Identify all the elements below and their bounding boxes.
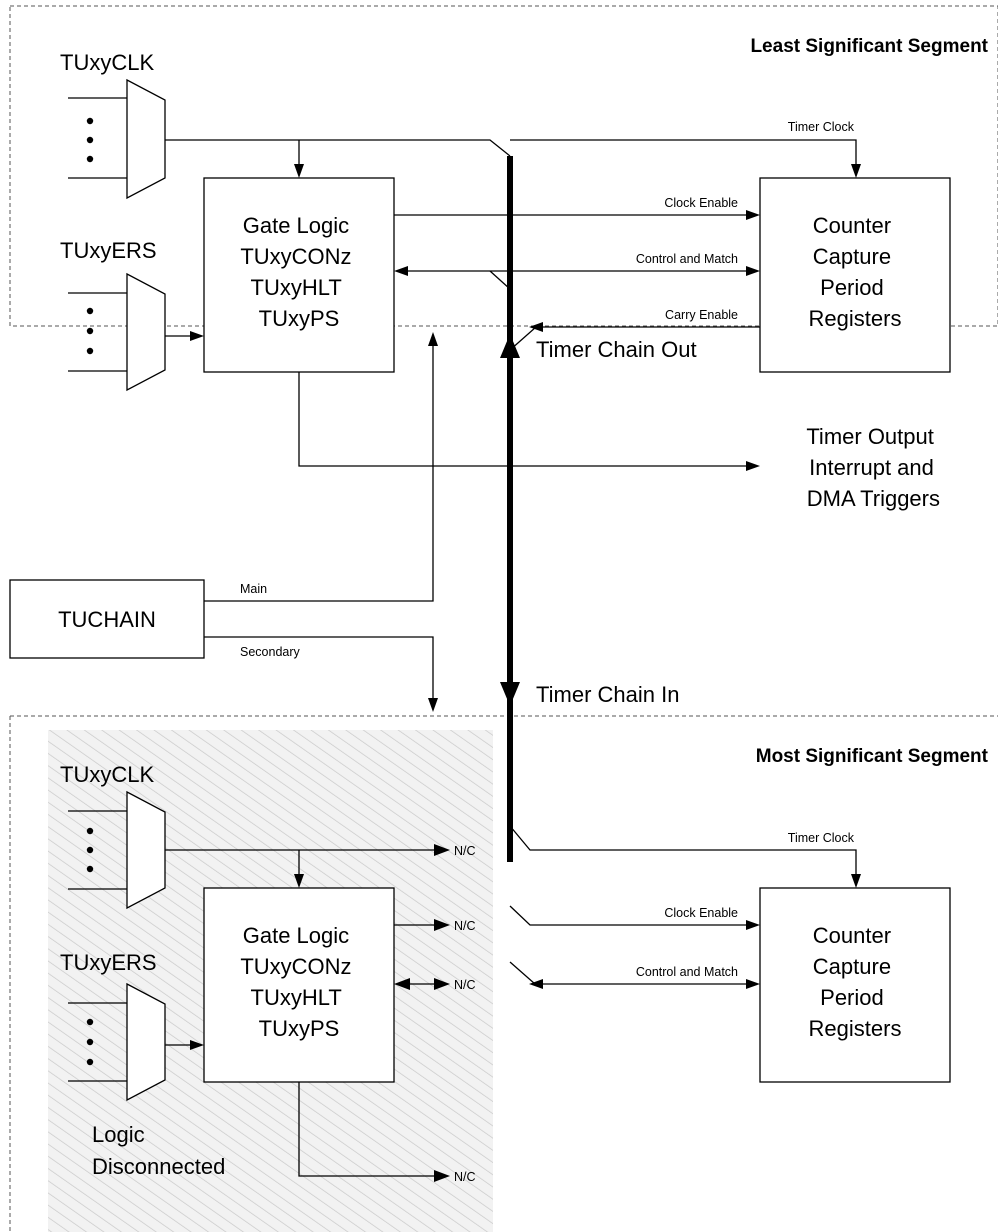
bottom-gate-bidir-arrowhead-right (434, 978, 450, 990)
top-gate-logic-text: Gate Logic TUxyCONz TUxyHLT TUxyPS (240, 213, 357, 331)
least-significant-segment-frame (9, 5, 998, 327)
bottom-clk-mux-label: TUxyCLK (60, 762, 154, 787)
top-carry-enable-label: Carry Enable (665, 308, 738, 322)
tuchain-main-label: Main (240, 582, 267, 596)
top-control-match-arrowhead-left (394, 266, 408, 276)
top-control-match-label: Control and Match (636, 252, 738, 266)
bottom-gate-nc-label: N/C (454, 919, 476, 933)
top-gate-logic-box (203, 177, 395, 373)
bottom-clk-nc-label: N/C (454, 844, 476, 858)
top-timer-output-line (298, 372, 752, 467)
top-timer-clock-label: Timer Clock (788, 120, 855, 134)
top-ers-mux (126, 272, 166, 392)
top-clk-dot-3 (86, 155, 94, 163)
least-segment-title: Least Significant Segment (750, 36, 988, 57)
top-control-match-bus-tap (489, 270, 511, 290)
top-clk-mux-inputs (68, 97, 127, 179)
bottom-clk-dot-2 (86, 846, 94, 854)
bottom-clk-nc-arrowhead (434, 844, 450, 856)
top-clock-enable-label: Clock Enable (664, 196, 738, 210)
bottom-segment: TUxyCLK TUxyERS Gate Logic TUxyCONz TUxy… (48, 730, 951, 1232)
tuchain-secondary-arrowhead (428, 698, 438, 712)
tuchain-main-line (204, 344, 434, 602)
bottom-gate-bidir-arrowhead-left (394, 978, 410, 990)
timer-chain-out-arrowhead (500, 334, 520, 358)
tuchain-label: TUCHAIN (58, 607, 156, 632)
top-clk-mux-label: TUxyCLK (60, 50, 154, 75)
most-segment-title: Most Significant Segment (756, 746, 989, 767)
top-carry-enable-arrowhead (529, 322, 543, 332)
tuchain-box (9, 579, 205, 659)
bottom-ers-dot-3 (86, 1058, 94, 1066)
bottom-output-nc-line (298, 1082, 434, 1177)
bottom-clk-dot-1 (86, 827, 94, 835)
top-ers-mux-label: TUxyERS (60, 238, 157, 263)
bottom-ers-dot-1 (86, 1018, 94, 1026)
bottom-clock-enable-label: Clock Enable (664, 906, 738, 920)
top-ers-dot-3 (86, 347, 94, 355)
bottom-registers-text: Counter Capture Period Registers (809, 923, 902, 1041)
bottom-clk-mux (126, 790, 166, 910)
timer-chain-in-label: Timer Chain In (536, 682, 679, 707)
top-ers-arrowhead (190, 331, 204, 341)
bottom-gate-nc-arrowhead (434, 919, 450, 931)
top-clk-line-left (165, 139, 511, 157)
top-ers-dot-1 (86, 307, 94, 315)
bottom-clk-dot-3 (86, 865, 94, 873)
bottom-timer-clock-line (509, 825, 857, 880)
bottom-timer-clock-label: Timer Clock (788, 831, 855, 845)
bottom-ers-arrowhead (190, 1040, 204, 1050)
tuchain-main-arrowhead (428, 332, 438, 346)
top-timer-output-label: Timer Output Interrupt and DMA Triggers (806, 424, 940, 511)
top-registers-box (759, 177, 951, 373)
top-clk-dot-2 (86, 136, 94, 144)
bottom-ers-mux-label: TUxyERS (60, 950, 157, 975)
bottom-clock-enable-line (509, 905, 752, 926)
most-significant-segment-frame (9, 715, 998, 1232)
top-ers-dot-2 (86, 327, 94, 335)
bottom-output-nc-label: N/C (454, 1170, 476, 1184)
tuchain-block: TUCHAIN Main Secondary (9, 332, 438, 712)
top-timer-clock-line (510, 139, 857, 170)
top-ers-mux-inputs (68, 292, 127, 372)
timer-chain-in-arrowhead (500, 682, 520, 706)
bottom-control-match-label: Control and Match (636, 965, 738, 979)
bottom-timer-clock-arrowhead (851, 874, 861, 888)
bottom-ers-mux (126, 982, 166, 1102)
bottom-control-match-arrowhead-right (746, 979, 760, 989)
tuchain-secondary-label: Secondary (240, 645, 301, 659)
top-clk-mux (126, 78, 166, 200)
bottom-clock-enable-arrowhead (746, 920, 760, 930)
top-registers-text: Counter Capture Period Registers (809, 213, 902, 331)
bottom-clk-gate-arrowhead (294, 874, 304, 888)
top-segment: TUxyCLK TUxyERS Gate Logic TUxyCONz TUxy… (60, 50, 951, 511)
bottom-control-match-arrowhead-left (529, 979, 543, 989)
top-clk-dot-1 (86, 117, 94, 125)
top-timer-output-arrowhead (746, 461, 760, 471)
tuchain-secondary-line (204, 636, 434, 700)
bottom-output-nc-arrowhead (434, 1170, 450, 1182)
top-timer-clock-arrowhead (851, 164, 861, 178)
bottom-gate-logic-text: Gate Logic TUxyCONz TUxyHLT TUxyPS (240, 923, 357, 1041)
logic-disconnected-label: Logic Disconnected (92, 1122, 225, 1179)
top-control-match-arrowhead-right (746, 266, 760, 276)
top-clk-gate-arrowhead (294, 164, 304, 178)
timer-chain-out-label: Timer Chain Out (536, 337, 697, 362)
bottom-ers-mux-inputs (68, 1002, 127, 1082)
bottom-gate-bidir-nc-label: N/C (454, 978, 476, 992)
bottom-registers-box (759, 887, 951, 1083)
bottom-clk-mux-inputs (68, 810, 127, 890)
bottom-ers-dot-2 (86, 1038, 94, 1046)
top-clock-enable-arrowhead (746, 210, 760, 220)
